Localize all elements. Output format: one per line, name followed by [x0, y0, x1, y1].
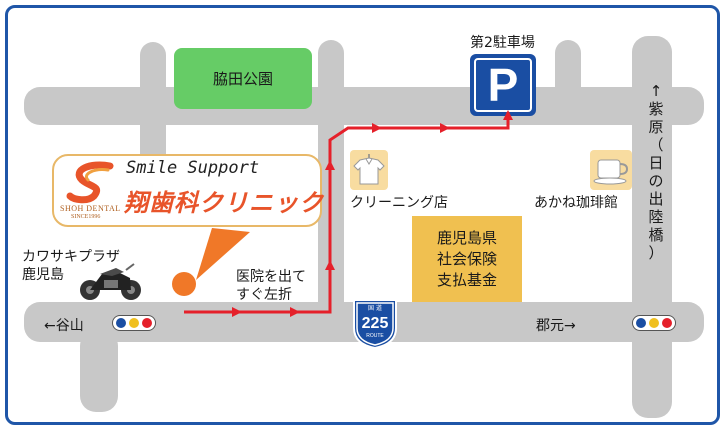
clinic-name-en: Smile Support — [126, 158, 260, 178]
route-shield-number: 225 — [362, 315, 389, 332]
route-arrow — [325, 260, 335, 270]
cleaning-shop-label: クリーニング店 — [350, 195, 448, 211]
clinic-logo-text: SHOH DENTAL — [60, 204, 121, 213]
route-arrow — [440, 123, 450, 133]
north-char: の — [648, 172, 664, 190]
north-char: ） — [648, 244, 664, 262]
clinic-location-marker — [172, 272, 196, 296]
north-char: （ — [648, 136, 664, 154]
wakita-park: 脇田公園 — [174, 48, 312, 109]
coffee-cup-icon — [590, 150, 632, 190]
traffic-light-icon — [632, 315, 676, 331]
clinic-name-ja: 翔歯科クリニック — [124, 189, 324, 217]
parking-icon: P — [470, 54, 536, 116]
motorcycle-icon — [80, 263, 141, 300]
road-west-vertical — [140, 42, 166, 172]
road-east-vertical — [632, 36, 672, 418]
parking-symbol: P — [474, 58, 532, 112]
north-char: 橋 — [648, 226, 664, 244]
social-insurance-fund-building: 鹿児島県 社会保険 支払基金 — [412, 216, 522, 302]
traffic-light-icon — [112, 315, 156, 331]
signal-lamp-blue — [116, 318, 126, 328]
turn-note-line-2: すぐ左折 — [236, 287, 292, 303]
north-char: 日 — [648, 154, 664, 172]
fund-line-2: 社会保険 — [436, 249, 497, 268]
clinic-logo-icon — [66, 161, 114, 204]
route-arrow — [325, 160, 335, 170]
north-direction-label: ↑ 紫 原 （ 日 の 出 陸 橋 ） — [646, 82, 666, 262]
fund-line-3: 支払基金 — [436, 270, 497, 289]
route-arrow — [372, 123, 382, 133]
turn-note-line-1: 医院を出て — [236, 269, 306, 285]
route-shield-top: 国 道 — [368, 304, 382, 312]
cafe-label: あかね珈琲館 — [534, 195, 618, 211]
shirt-icon — [350, 150, 388, 190]
route-path — [184, 112, 510, 314]
north-char: 紫 — [648, 100, 664, 118]
signal-lamp-yellow — [649, 318, 659, 328]
route-arrow — [290, 307, 300, 317]
signal-lamp-yellow — [129, 318, 139, 328]
signal-lamp-red — [142, 318, 152, 328]
parking-label: 第2駐車場 — [470, 35, 535, 51]
shirt-graphic — [353, 154, 385, 185]
west-direction-label: ←谷山 — [44, 318, 84, 334]
route-arrow — [232, 307, 242, 317]
plaza-label-line-2: 鹿児島 — [22, 267, 64, 283]
road-parking-vertical — [555, 40, 581, 110]
signal-lamp-blue — [636, 318, 646, 328]
signal-lamp-red — [662, 318, 672, 328]
plaza-label-line-1: カワサキプラザ — [22, 249, 120, 265]
road-west-lower — [80, 330, 118, 412]
route-arrow — [503, 110, 513, 120]
pointer-wedge — [196, 228, 250, 280]
route-shield-bottom: ROUTE — [366, 333, 384, 339]
north-char: ↑ — [649, 82, 663, 100]
north-char: 陸 — [648, 208, 664, 226]
park-label: 脇田公園 — [212, 70, 273, 88]
east-direction-label: 郡元→ — [536, 318, 576, 334]
north-char: 出 — [648, 190, 664, 208]
route-shield-icon: 国 道 225 ROUTE — [353, 299, 397, 350]
clinic-logo-since: SINCE1996 — [71, 214, 101, 220]
road-north — [24, 87, 704, 125]
fund-line-1: 鹿児島県 — [436, 228, 497, 247]
coffee-cup-graphic — [593, 159, 629, 185]
north-char: 原 — [648, 118, 664, 136]
